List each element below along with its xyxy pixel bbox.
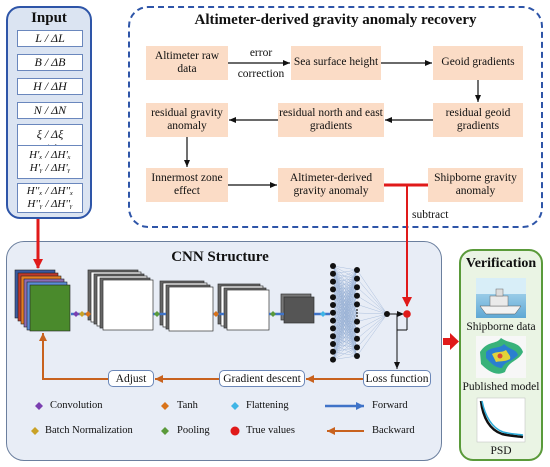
feature-map-stack-3 <box>217 283 270 331</box>
output-node <box>384 311 390 317</box>
fc-node-layer2 <box>354 318 360 325</box>
fc-node-layer2 <box>354 335 360 342</box>
loss-function-box: Loss function <box>363 370 431 387</box>
fc-node-layer1 <box>330 302 336 308</box>
label-subtract: subtract <box>412 209 449 221</box>
legend-true-values-label: True values <box>246 425 295 436</box>
legend-batch-norm-label: Batch Normalization <box>45 425 133 436</box>
verification-psd-label: PSD <box>490 445 512 457</box>
fc-node-layer1 <box>330 317 336 324</box>
input-title: Input <box>31 10 67 26</box>
fc-node-layer1 <box>330 333 336 340</box>
fc-node-layer1 <box>330 294 336 301</box>
legend-tanh-marker <box>161 402 169 410</box>
box-shipborne-anomaly: Shipborne gravity anomaly <box>428 168 523 202</box>
legend-convolution-label: Convolution <box>50 400 103 411</box>
fc-node-layer1 <box>330 309 336 316</box>
label-error: error <box>249 47 273 59</box>
fc-ellipsis-dot <box>356 312 358 314</box>
subtract-connector <box>384 183 428 307</box>
fully-connected-nodes <box>330 263 360 363</box>
legend-tanh-label: Tanh <box>177 400 198 411</box>
box-sea-surface-height: Sea surface height <box>291 46 381 80</box>
fc-node-layer2 <box>354 292 360 299</box>
fc-node-layer2 <box>354 267 360 273</box>
box-altimeter-raw: Altimeter raw data <box>146 46 228 80</box>
fc-node-layer1 <box>330 278 336 285</box>
legend-batch-norm-marker <box>31 427 39 435</box>
cnn-panel <box>6 241 442 461</box>
legend-pooling-label: Pooling <box>177 425 210 436</box>
input-item-h2y: H''ᵧ / ΔH''ᵧ <box>27 198 73 210</box>
psd-plot-image <box>476 397 526 443</box>
fc-node-layer1 <box>330 286 336 293</box>
input-item-h: H / ΔH <box>17 78 83 95</box>
fc-node-layer2 <box>354 327 360 334</box>
published-model-image <box>476 336 526 378</box>
fc-node-layer2 <box>354 275 360 282</box>
input-feature-stack <box>14 269 71 332</box>
fc-node-layer1 <box>330 270 336 277</box>
legend-convolution-marker <box>35 402 43 410</box>
fully-connected-network <box>332 265 388 360</box>
fc-node-layer1 <box>330 341 336 347</box>
fc-node-layer2 <box>354 353 360 359</box>
operation-markers <box>73 311 326 317</box>
legend-backward-label: Backward <box>372 425 415 436</box>
legend-flattening-marker <box>231 402 239 410</box>
adjust-box: Adjust <box>108 370 154 387</box>
legend-glyphs <box>31 402 364 436</box>
box-residual-geoid: residual geoid gradients <box>433 103 523 137</box>
fc-ellipsis-dot <box>356 309 358 311</box>
input-item-l: L / ΔL <box>17 30 83 47</box>
input-item-second-derivative: H''ₓ / ΔH''ₓ H''ᵧ / ΔH''ᵧ <box>17 183 83 213</box>
backward-path <box>39 333 363 383</box>
ship-image <box>476 278 526 318</box>
cnn-title: CNN Structure <box>171 249 269 265</box>
feature-map-stack-2 <box>159 280 214 332</box>
legend-true-values-marker <box>230 426 240 436</box>
input-item-first-derivative: H'ₓ / ΔH'ₓ H'ᵧ / ΔH'ᵧ <box>17 145 83 179</box>
output-connector <box>387 311 408 369</box>
legend-forward-label: Forward <box>372 400 408 411</box>
fc-node-layer1 <box>330 356 336 363</box>
recovery-title: Altimeter-derived gravity anomaly recove… <box>194 12 477 28</box>
input-item-h1y: H'ᵧ / ΔH'ᵧ <box>29 162 71 174</box>
verification-shipborne-label: Shipborne data <box>466 321 536 333</box>
input-item-n: N / ΔN <box>17 102 83 119</box>
fc-node-layer1 <box>330 263 336 269</box>
fc-node-layer2 <box>354 284 360 291</box>
box-residual-north-east: residual north and east gradients <box>278 103 384 137</box>
gradient-descent-box: Gradient descent <box>219 370 305 387</box>
fc-node-layer2 <box>354 301 360 308</box>
box-altimeter-derived: Altimeter-derived gravity anomaly <box>278 168 384 202</box>
input-item-h1x: H'ₓ / ΔH'ₓ <box>29 148 71 161</box>
true-values-node <box>403 310 411 318</box>
input-item-b: B / ΔB <box>17 54 83 71</box>
fc-node-layer2 <box>354 344 360 351</box>
feature-map-stack-1 <box>87 269 154 331</box>
verification-title: Verification <box>465 256 537 271</box>
input-item-h2x: H''ₓ / ΔH''ₓ <box>26 185 74 198</box>
fc-node-layer1 <box>330 325 336 332</box>
box-geoid-gradients: Geoid gradients <box>433 46 523 80</box>
verification-published-label: Published model <box>462 381 540 393</box>
fc-ellipsis-dot <box>356 315 358 317</box>
box-innermost-zone: Innermost zone effect <box>146 168 228 202</box>
legend-flattening-label: Flattening <box>246 400 289 411</box>
box-residual-gravity-anomaly: residual gravity anomaly <box>146 103 228 137</box>
input-item-xi: ξ / Δξ <box>36 126 64 141</box>
recovery-flow-arrows <box>184 60 481 188</box>
feature-map-stack-4 <box>280 293 315 324</box>
fc-node-layer1 <box>330 348 336 355</box>
legend-pooling-marker <box>161 427 169 435</box>
arrow-cnn-to-verification <box>443 333 459 350</box>
label-correction: correction <box>237 68 285 80</box>
